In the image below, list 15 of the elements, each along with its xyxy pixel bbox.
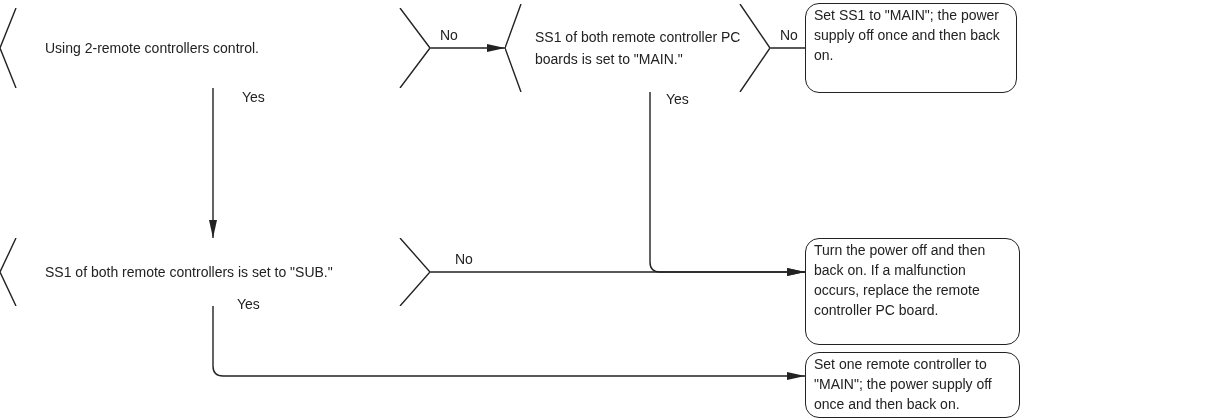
- node-text: SS1 of both remote controllers is set to "SUB.": [45, 263, 334, 282]
- node-text: SS1 of both remote controller PC boards is set to "MAIN.": [535, 28, 742, 69]
- node-text: Set one remote controller to "MAIN"; the power supply off once and then back on.: [814, 355, 993, 414]
- node-text: Using 2-remote controllers control.: [45, 39, 260, 58]
- process-box: [805, 352, 1020, 418]
- node-text: Set SS1 to "MAIN"; the power supply off once and then back on.: [814, 6, 1001, 65]
- decision-shape: [0, 8, 430, 88]
- process-box: [805, 3, 1017, 93]
- process-box: [805, 238, 1020, 345]
- connector-arrow: [209, 87, 217, 239]
- connector-arrow: [429, 44, 506, 52]
- node-text: Turn the power off and then back on. If a malfunction occurs, replace the remote controller PC board.: [814, 241, 987, 320]
- decision-shape: [505, 4, 770, 92]
- connector-arrow: [429, 268, 806, 276]
- connector-arrow: [212, 305, 806, 380]
